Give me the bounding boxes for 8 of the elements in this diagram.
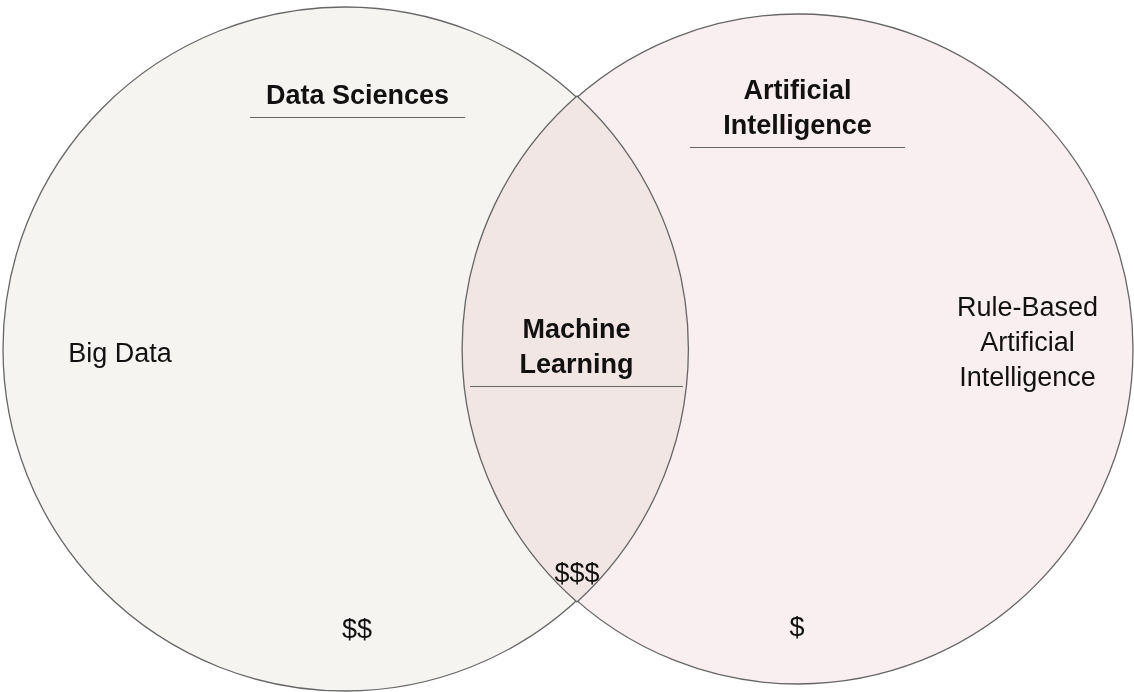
label: $$$ <box>553 557 601 590</box>
label: $ <box>788 611 806 644</box>
label: Rule-Based Artificial Intelligence <box>955 291 1100 394</box>
heading: Data Sciences <box>250 78 465 118</box>
heading: Machine Learning <box>470 312 683 387</box>
label: $$ <box>340 613 373 646</box>
label: Big Data <box>67 337 173 370</box>
heading: Artificial Intelligence <box>690 73 905 148</box>
